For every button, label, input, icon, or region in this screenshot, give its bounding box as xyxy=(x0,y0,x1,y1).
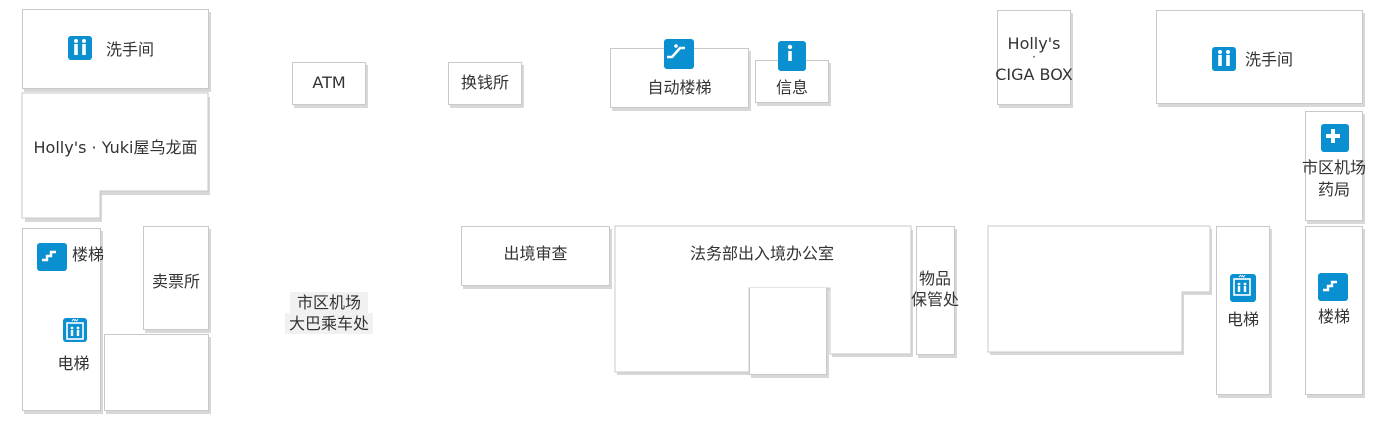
restroom-right-label: 洗手间 xyxy=(1245,50,1294,69)
airport-bus-label-line2: 大巴乘车处 xyxy=(285,313,373,334)
hollys-ciga-dot: · xyxy=(1032,50,1036,64)
elevator-right-label: 电梯 xyxy=(1226,310,1259,329)
hollys-ciga-label-line2: CIGA BOX xyxy=(995,65,1073,84)
pharmacy-label-line2: 药局 xyxy=(1317,180,1350,199)
info-icon xyxy=(778,41,806,71)
immigration-office-room[interactable] xyxy=(612,224,918,384)
pharmacy-icon xyxy=(1321,124,1349,152)
ticket-office-room[interactable] xyxy=(143,226,209,330)
stairs-icon xyxy=(37,243,67,271)
atm-label: ATM xyxy=(312,73,346,92)
currency-exchange-room[interactable] xyxy=(448,62,522,105)
restroom-label: 洗手间 xyxy=(106,40,155,59)
ticket-office-label: 卖票所 xyxy=(151,272,200,291)
stairs-right-label: 楼梯 xyxy=(1317,307,1350,326)
departure-review-room[interactable] xyxy=(461,226,610,286)
stairs-icon xyxy=(1318,273,1348,301)
stairs-right-room[interactable] xyxy=(1305,226,1363,395)
restroom-right-room[interactable] xyxy=(1156,10,1363,104)
hollys-yuki-label: Holly's · Yuki屋乌龙面 xyxy=(33,138,198,157)
elevator-right-room[interactable] xyxy=(1216,226,1270,395)
restroom-left-room[interactable] xyxy=(22,9,209,89)
elevator-icon xyxy=(63,318,87,342)
immigration-office-annex[interactable] xyxy=(749,288,827,375)
retail-room-right[interactable] xyxy=(986,224,1216,360)
atm-room[interactable] xyxy=(292,62,366,105)
storage-room[interactable] xyxy=(916,226,955,355)
restroom-icon xyxy=(68,36,92,60)
departure-review-label: 出境审查 xyxy=(503,244,568,263)
escalator-label: 自动楼梯 xyxy=(647,78,712,97)
hollys-yuki-room[interactable] xyxy=(18,92,214,226)
pharmacy-label-line1: 市区机场 xyxy=(1301,158,1366,177)
storage-label-line1: 物品 xyxy=(918,269,951,288)
stairs-left-label: 楼梯 xyxy=(72,245,105,264)
restroom-icon xyxy=(1212,47,1236,71)
immigration-office-label: 法务部出入境办公室 xyxy=(689,244,834,263)
hollys-ciga-label-line1: Holly's xyxy=(1007,34,1061,53)
storage-label-line2: 保管处 xyxy=(910,290,959,309)
information-label: 信息 xyxy=(775,78,808,97)
escalator-icon xyxy=(664,39,694,69)
storage-room-left[interactable] xyxy=(104,334,209,411)
elevator-left-label: 电梯 xyxy=(57,354,90,373)
elevator-icon xyxy=(1230,274,1256,302)
currency-exchange-label: 换钱所 xyxy=(460,73,509,92)
hollys-ciga-room[interactable] xyxy=(997,10,1071,105)
airport-bus-label-line1: 市区机场 xyxy=(290,292,368,313)
